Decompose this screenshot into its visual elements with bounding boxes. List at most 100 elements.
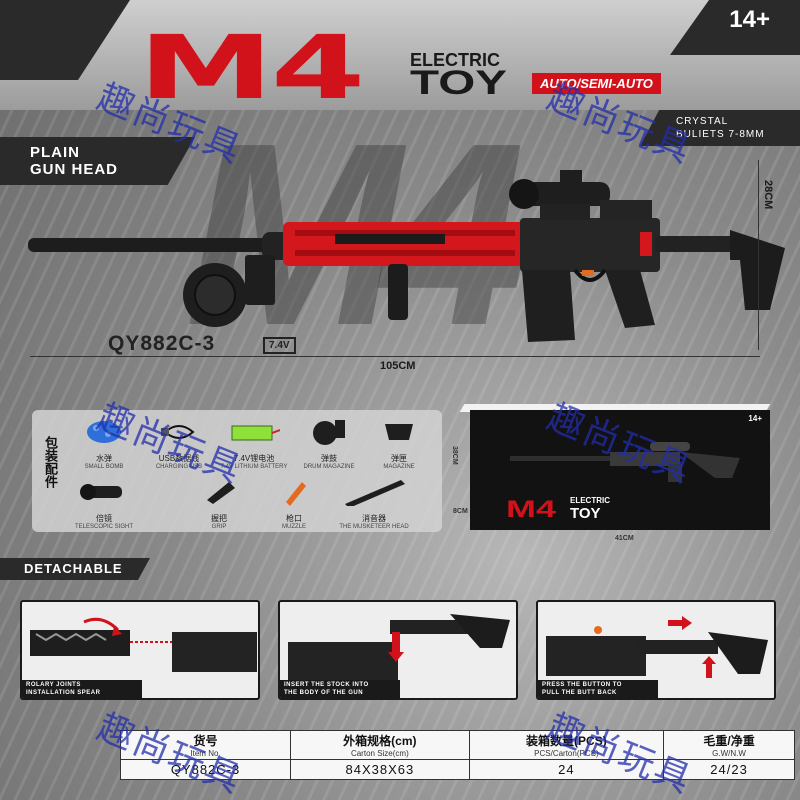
step-panel-3: PRESS THE BUTTON TO PULL THE BUTT BACK <box>536 600 776 700</box>
accessory-en: GRIP <box>211 524 227 530</box>
crystal-bullets-banner: CRYSTAL BULIETS 7-8MM <box>640 110 800 146</box>
foregrip-shape <box>388 264 408 320</box>
battery-voltage-badge: 7.4V <box>263 337 296 354</box>
step-caption: ROLARY JOINTS INSTALLATION SPEAR <box>22 680 142 698</box>
accessory-grip: 握把 GRIP <box>180 478 258 530</box>
model-number: QY882C-3 <box>108 332 216 355</box>
header-en: PCS/Carton(PCS) <box>534 749 599 758</box>
muzzle-icon <box>286 482 306 506</box>
accessory-drum-magazine: 弹鼓 DRUM MAGAZINE <box>290 418 368 470</box>
accessory-en: DRUM MAGAZINE <box>303 464 355 470</box>
accessory-small-bomb: 水弹 SMALL BOMB <box>65 418 143 470</box>
step-panel-2: INSERT THE STOCK INTO THE BODY OF THE GU… <box>278 600 518 700</box>
plain-head-line1: PLAIN <box>30 144 80 161</box>
receiver-shape <box>520 218 660 272</box>
table-header-item: 毛重/净重 G.W/N.W <box>663 730 795 760</box>
table-header-row: 货号 Item No. 外箱规格(cm) Carton Size(cm) 装箱数… <box>119 730 795 760</box>
electric-label: ELECTRIC <box>410 50 500 70</box>
box-title: M4 <box>506 496 557 523</box>
height-dimension-line <box>758 160 759 350</box>
length-dimension-label: 105CM <box>380 360 416 372</box>
accessories-title: 包装配件 <box>43 436 58 488</box>
pull-butt-icon <box>546 616 768 678</box>
header-cn: 毛重/净重 <box>703 734 755 748</box>
accessory-en: MAGAZINE <box>383 464 415 470</box>
insert-stock-icon <box>288 614 510 682</box>
header-cn: 外箱规格(cm) <box>343 734 417 748</box>
accessory-charging-usb: USB数据线 CHARGING USB <box>140 418 218 470</box>
step-caption-line1: ROLARY JOINTS <box>26 682 81 688</box>
header-cn: 装箱数量(PCS) <box>526 734 607 748</box>
header-cn: 货号 <box>193 734 218 748</box>
step-caption-line2: THE BODY OF THE GUN <box>284 690 364 696</box>
accessory-battery: 7.4V锂电池 7.4V LITHIUM BATTERY <box>215 418 293 470</box>
table-cell-item-no: QY882C-3 <box>119 759 292 780</box>
magazine-icon <box>385 424 413 440</box>
step-caption-line1: INSERT THE STOCK INTO <box>284 682 369 688</box>
table-header-item: 装箱数量(PCS) PCS/Carton(PCS) <box>468 730 665 760</box>
rotary-joint-icon <box>30 617 257 672</box>
step-caption-line2: PULL THE BUTT BACK <box>542 690 617 696</box>
watermark-text: 趣尚玩具 <box>91 706 248 800</box>
crystal-line2: BULIETS 7-8MM <box>676 129 765 140</box>
step-caption: PRESS THE BUTTON TO PULL THE BUTT BACK <box>538 680 658 698</box>
scope-icon <box>80 484 122 500</box>
table-row: QY882C-3 84X38X63 24 24/23 <box>119 759 795 780</box>
age-rating-badge: 14+ <box>729 6 770 33</box>
toy-label: TOY <box>410 64 507 102</box>
step-caption-line1: PRESS THE BUTTON TO <box>542 682 622 688</box>
step-panel-1: ROLARY JOINTS INSTALLATION SPEAR <box>20 600 260 700</box>
accessory-en: CHARGING USB <box>155 464 203 470</box>
header-band <box>0 0 800 110</box>
accessory-en: THE MUSKETEER HEAD <box>339 524 409 530</box>
plain-gun-head-banner: PLAIN GUN HEAD <box>0 137 195 185</box>
table-header-item: 外箱规格(cm) Carton Size(cm) <box>290 730 470 760</box>
box-electric-label: ELECTRIC <box>570 496 610 505</box>
crystal-line1: CRYSTAL <box>676 116 729 127</box>
accessory-cn: USB数据线 <box>158 454 200 463</box>
box-depth-label: 8CM <box>453 508 468 515</box>
accessory-muzzle: 枪口 MUZZLE <box>255 478 333 530</box>
plain-head-line2: GUN HEAD <box>30 161 119 178</box>
detachable-banner: DETACHABLE <box>0 558 150 580</box>
accessory-cn: 枪口 <box>286 514 302 523</box>
step-caption-line2: INSTALLATION SPEAR <box>26 690 101 696</box>
gun-illustration <box>28 170 785 342</box>
table-cell-carton-size: 84X38X63 <box>290 759 470 780</box>
fire-mode-label: AUTO/SEMI-AUTO <box>532 73 661 94</box>
box-width-label: 41CM <box>615 535 634 542</box>
spec-table: 货号 Item No. 外箱规格(cm) Carton Size(cm) 装箱数… <box>119 730 795 780</box>
stock-shape <box>730 230 785 310</box>
height-dimension-label: 28CM <box>762 180 774 210</box>
accessory-telescopic-sight: 倍镜 TELESCOPIC SIGHT <box>65 478 143 530</box>
accessory-en: MUZZLE <box>282 524 306 530</box>
step-caption: INSERT THE STOCK INTO THE BODY OF THE GU… <box>280 680 400 698</box>
silencer-shape <box>28 238 268 252</box>
length-dimension-line <box>30 356 760 357</box>
watermark-text: 趣尚玩具 <box>541 706 698 800</box>
product-title: M4 <box>138 16 366 119</box>
magazine-shape <box>522 270 575 342</box>
accessory-en: SMALL BOMB <box>84 464 124 470</box>
product-box-image: 14+ M4 ELECTRIC TOY <box>470 410 770 530</box>
accessory-cn: 消音器 <box>362 514 386 523</box>
pistol-grip-shape <box>605 270 655 328</box>
accessory-en: 7.4V LITHIUM BATTERY <box>220 464 288 470</box>
grip-icon <box>207 482 235 504</box>
table-header-item: 货号 Item No. <box>119 730 292 760</box>
box-gun-icon <box>510 442 740 482</box>
table-cell-pcs: 24 <box>468 759 665 780</box>
header-en: Carton Size(cm) <box>350 749 409 758</box>
accessory-cn: 弹鼓 <box>321 454 337 463</box>
accessory-musketeer-head: 消音器 THE MUSKETEER HEAD <box>335 478 413 530</box>
accessory-cn: 弹匣 <box>391 454 407 463</box>
battery-icon <box>231 425 281 441</box>
usb-cable-icon <box>161 425 195 439</box>
accessory-en: TELESCOPIC SIGHT <box>74 524 133 530</box>
table-cell-weight: 24/23 <box>663 759 795 780</box>
silencer-icon <box>345 480 405 508</box>
accessory-cn: 握把 <box>211 514 227 523</box>
drum-magazine-icon <box>313 420 345 445</box>
header-en: G.W/N.W <box>712 749 746 758</box>
water-beads-icon <box>87 421 121 443</box>
